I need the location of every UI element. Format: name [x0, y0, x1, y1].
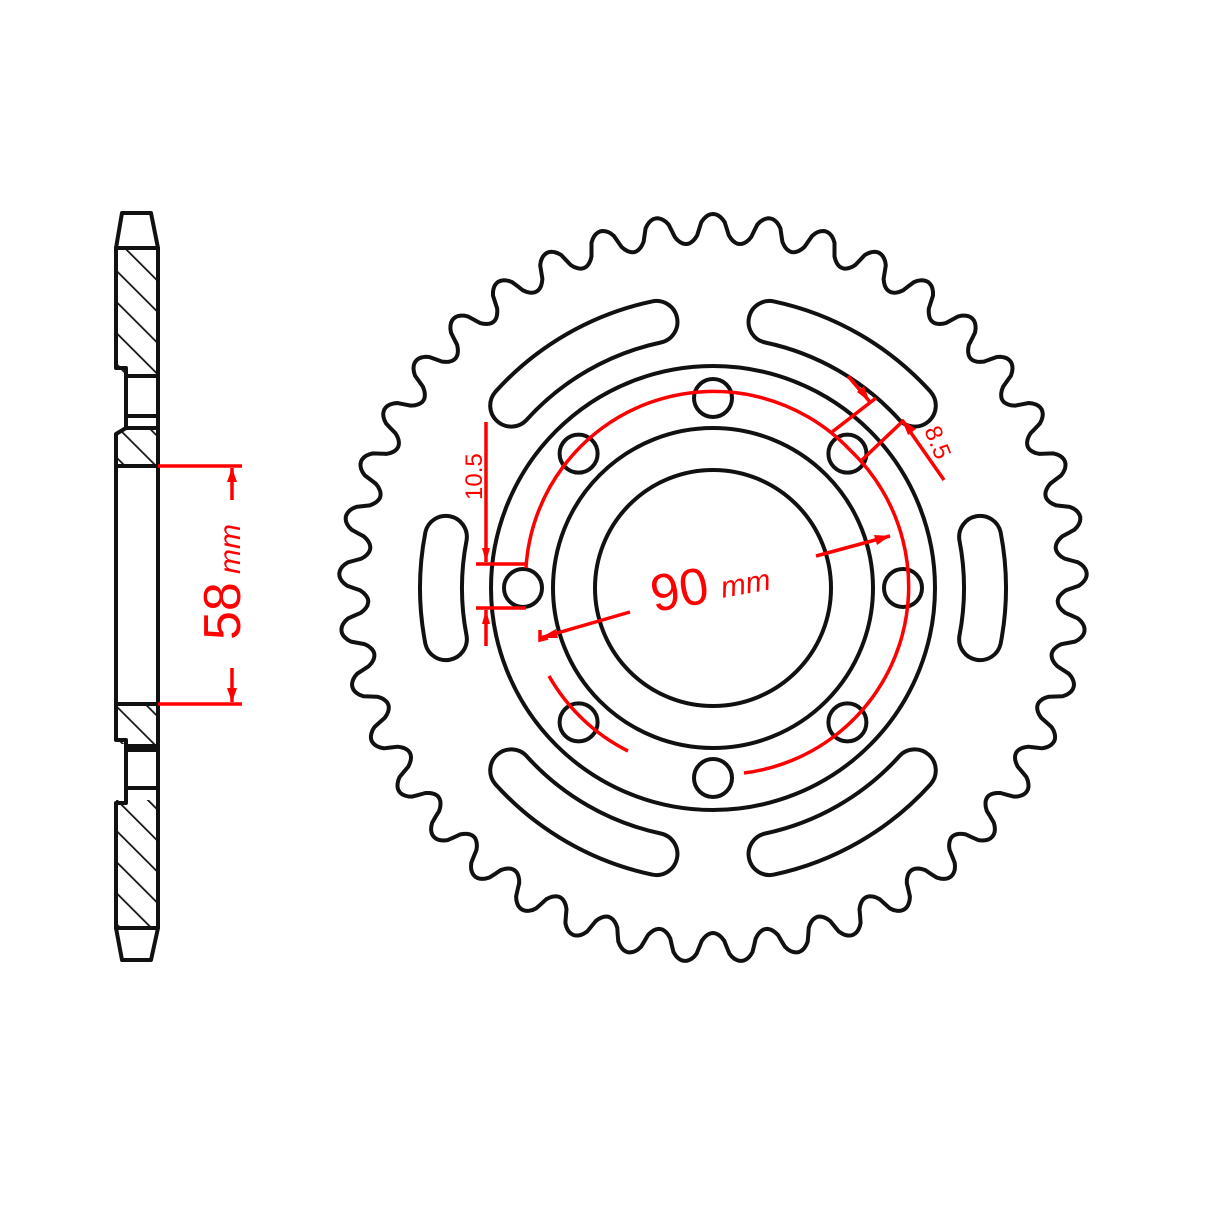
- bore-dimension: 58 mm: [158, 464, 252, 706]
- side-section-bottom: [114, 788, 160, 930]
- lightening-slots: [418, 298, 1008, 878]
- side-section-hub-top: [114, 426, 160, 468]
- pcd-value: 90: [646, 557, 713, 624]
- pcd-dimension: 90 mm: [524, 389, 911, 775]
- side-tooth-tip-bottom: [114, 926, 160, 962]
- outer-hub-ring: [489, 364, 937, 812]
- side-hatch-top: [116, 248, 158, 376]
- side-bore: [114, 464, 160, 706]
- sprocket-teeth-outline: [337, 212, 1089, 963]
- centre-bore: [593, 468, 833, 708]
- bolt-hole: [557, 432, 600, 475]
- side-tooth-tip-top: [114, 211, 160, 250]
- inner-hub-ring: [551, 426, 875, 750]
- bore-dimension-value: 58: [194, 582, 252, 640]
- bolt-hole-dimension: 10.5: [461, 422, 526, 646]
- bolt-hole: [826, 701, 869, 744]
- bolt-hole: [826, 432, 869, 475]
- bolt-hole: [692, 377, 734, 419]
- side-recess-top: [124, 374, 160, 430]
- lightening-slot: [418, 513, 469, 663]
- side-recess-bottom: [124, 744, 160, 792]
- bolt-hole: [557, 701, 600, 744]
- bolt-hole: [502, 567, 544, 609]
- bolt-hole-value: 10.5: [461, 453, 488, 500]
- side-hatch-hub-bottom: [116, 704, 158, 744]
- lightening-slot: [488, 747, 680, 878]
- side-profile-view: 58 mm: [114, 211, 252, 962]
- lightening-slot: [746, 298, 938, 429]
- bore-dimension-unit: mm: [214, 524, 247, 574]
- hole-offset-dimension: 8.5: [830, 374, 956, 482]
- lightening-slot: [957, 513, 1008, 663]
- pcd-unit: mm: [718, 564, 773, 605]
- side-hatch-bottom: [116, 800, 158, 928]
- bolt-hole: [692, 757, 734, 799]
- lightening-slot: [746, 747, 938, 878]
- lightening-slot: [488, 298, 680, 429]
- side-hatch-hub-top: [116, 430, 158, 466]
- front-view: 90 mm 10.5 8.: [337, 212, 1089, 963]
- bolt-holes: [502, 377, 924, 799]
- hole-offset-value: 8.5: [918, 422, 956, 463]
- bolt-hole: [882, 567, 924, 609]
